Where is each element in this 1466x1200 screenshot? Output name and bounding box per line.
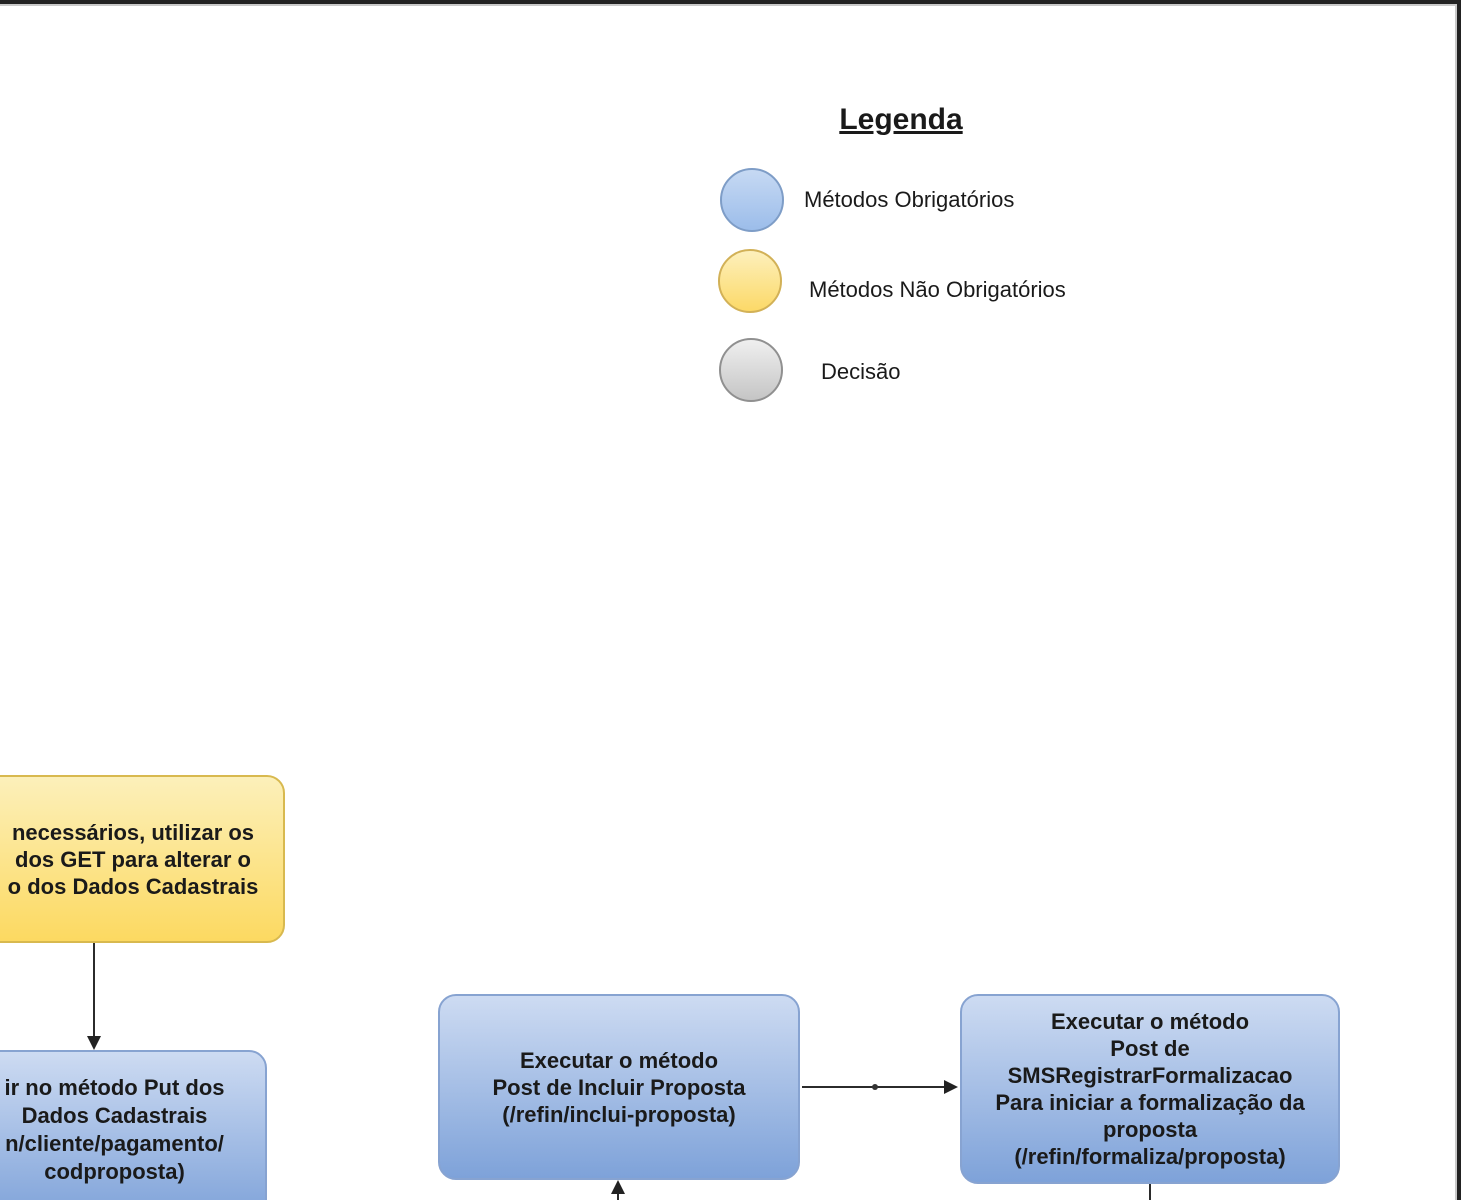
flow-node-text: Executar o método Post de SMSRegistrarFo…: [995, 1009, 1305, 1169]
arrowhead-up-icon: [611, 1180, 625, 1194]
decision-circle-icon: [719, 338, 783, 402]
arrowhead-right-icon: [944, 1080, 958, 1094]
optional-method-circle-icon: [718, 249, 782, 313]
flow-node-get-alterar-dados: necessários, utilizar os dos GET para al…: [0, 775, 285, 943]
flow-node-text: ir no método Put dos Dados Cadastrais n/…: [4, 1075, 225, 1184]
legend-item-label: Decisão: [821, 359, 901, 384]
arrowhead-down-icon: [87, 1036, 101, 1050]
legend-item-label: Métodos Não Obrigatórios: [809, 277, 1066, 302]
arrow-into-incluir-line: [617, 1193, 619, 1200]
flow-node-text: Executar o método Post de Incluir Propos…: [492, 1047, 746, 1127]
flow-node-put-dados-cadastrais: ir no método Put dos Dados Cadastrais n/…: [0, 1050, 267, 1200]
flow-node-sms-registrar-formalizacao: Executar o método Post de SMSRegistrarFo…: [960, 994, 1340, 1184]
edge-from-sms-down: [1149, 1184, 1151, 1200]
edge-waypoint-dot: [872, 1084, 878, 1090]
legend-title: Legenda: [839, 103, 963, 136]
required-method-circle-icon: [720, 168, 784, 232]
flow-node-incluir-proposta: Executar o método Post de Incluir Propos…: [438, 994, 800, 1180]
flow-node-text: necessários, utilizar os dos GET para al…: [7, 819, 259, 899]
legend-item-label: Métodos Obrigatórios: [804, 187, 1015, 212]
arrow-get-to-put: [93, 943, 95, 1038]
